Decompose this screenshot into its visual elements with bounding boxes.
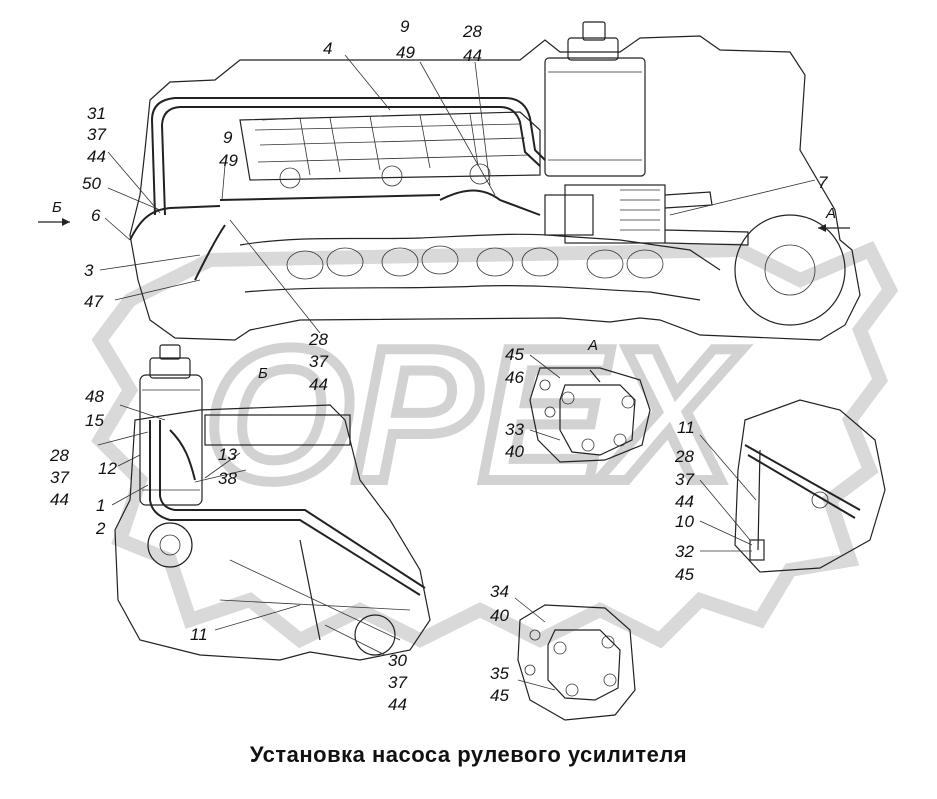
label-34: 34 xyxy=(490,582,509,601)
engine-lower-view xyxy=(114,344,431,661)
label-37-center: 37 xyxy=(309,352,328,371)
label-28-center: 28 xyxy=(308,330,328,349)
label-44-bottom: 44 xyxy=(388,695,407,714)
label-44-center: 44 xyxy=(309,375,328,394)
label-9-top: 9 xyxy=(400,17,410,36)
label-31: 31 xyxy=(87,104,106,123)
label-2: 2 xyxy=(95,519,106,538)
label-45-right: 45 xyxy=(675,565,694,584)
label-49-top: 49 xyxy=(396,43,415,62)
label-44-left: 44 xyxy=(87,147,106,166)
label-1: 1 xyxy=(96,496,105,515)
label-9-left: 9 xyxy=(223,128,233,147)
view-label-b-left: Б xyxy=(52,199,62,216)
label-28-right: 28 xyxy=(674,447,694,466)
callout-labels: 4 9 49 28 44 31 37 44 9 49 50 6 3 47 7 2… xyxy=(49,17,836,714)
label-12: 12 xyxy=(98,459,117,478)
label-28-lower-left: 28 xyxy=(49,446,69,465)
label-44-top: 44 xyxy=(463,46,482,65)
label-44-lower-left: 44 xyxy=(50,490,69,509)
label-28-top: 28 xyxy=(462,22,482,41)
label-15: 15 xyxy=(85,411,104,430)
watermark-gear: OPEX xyxy=(91,240,899,649)
label-37-bottom: 37 xyxy=(388,673,407,692)
view-label-a-inset: А xyxy=(587,337,598,354)
label-3: 3 xyxy=(84,261,94,280)
leader-lines xyxy=(97,54,816,691)
view-label-b-inset: Б xyxy=(258,365,268,382)
label-44-right: 44 xyxy=(675,492,694,511)
view-arrows xyxy=(38,218,850,383)
engine-top-view xyxy=(129,21,861,341)
label-4: 4 xyxy=(323,39,332,58)
label-35: 35 xyxy=(490,664,509,683)
label-30: 30 xyxy=(388,651,407,670)
label-11-lower: 11 xyxy=(190,625,208,644)
label-40-lower: 40 xyxy=(490,606,509,625)
label-13: 13 xyxy=(218,445,237,464)
label-40-inset-a: 40 xyxy=(505,442,524,461)
label-11-right: 11 xyxy=(677,418,695,437)
label-37-right: 37 xyxy=(675,470,694,489)
label-47: 47 xyxy=(84,292,103,311)
label-38: 38 xyxy=(218,469,237,488)
label-45-bottom: 45 xyxy=(490,686,509,705)
label-49-left: 49 xyxy=(219,151,238,170)
inset-bracket-right xyxy=(734,399,886,573)
diagram-caption: Установка насоса рулевого усилителя xyxy=(249,742,688,767)
label-32: 32 xyxy=(675,542,694,561)
view-label-a-right: А xyxy=(825,205,836,222)
label-46: 46 xyxy=(505,368,524,387)
label-7: 7 xyxy=(818,173,828,192)
label-48: 48 xyxy=(85,387,104,406)
inset-flange-lower xyxy=(517,604,636,721)
label-33: 33 xyxy=(505,420,524,439)
inset-view-a xyxy=(529,367,651,463)
label-37-lower-left: 37 xyxy=(50,468,69,487)
label-50: 50 xyxy=(82,174,101,193)
label-45-inset-a: 45 xyxy=(505,345,524,364)
label-6: 6 xyxy=(91,206,101,225)
label-10: 10 xyxy=(675,512,694,531)
label-37-left: 37 xyxy=(87,125,106,144)
